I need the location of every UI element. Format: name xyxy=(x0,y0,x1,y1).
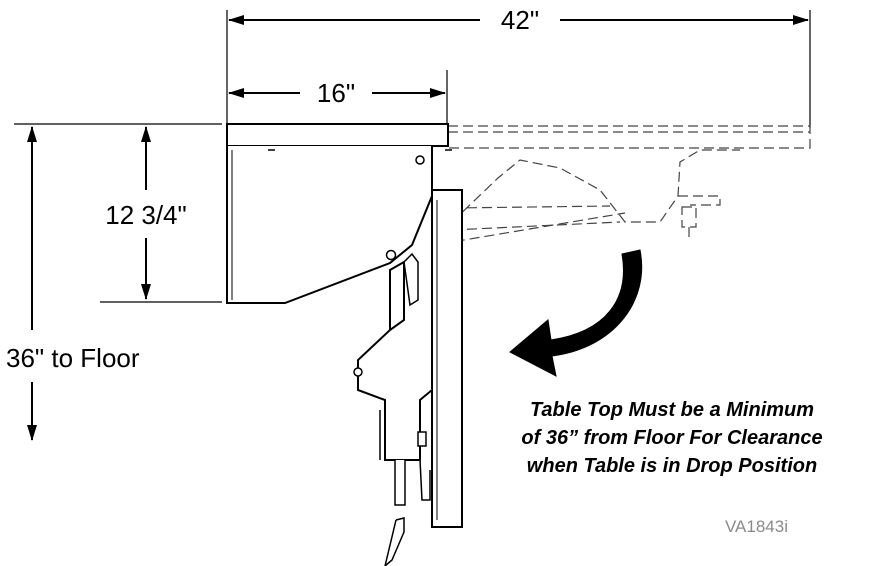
stowed-table-outline xyxy=(439,125,811,245)
dimension-housing-depth: 16" xyxy=(228,78,446,108)
mounting-housing xyxy=(226,123,452,304)
dimension-label-36-to-floor: 36" to Floor xyxy=(6,343,140,373)
note-line-2: of 36” from Floor For Clearance xyxy=(521,427,822,449)
dimension-height-to-floor: 36" to Floor xyxy=(6,126,140,441)
drawing-code: VA1843i xyxy=(725,517,788,536)
dimension-label-12-3-4: 12 3/4" xyxy=(105,200,187,230)
dimension-label-42: 42" xyxy=(501,5,539,35)
note-line-1: Table Top Must be a Minimum xyxy=(530,399,814,421)
dimension-label-16: 16" xyxy=(317,78,355,108)
clearance-note: Table Top Must be a Minimum of 36” from … xyxy=(521,399,822,477)
extension-lines xyxy=(14,10,811,303)
dimension-overall-depth: 42" xyxy=(228,5,809,35)
dimension-housing-height: 12 3/4" xyxy=(105,126,187,300)
dropped-table xyxy=(353,189,463,566)
note-line-3: when Table is in Drop Position xyxy=(527,455,817,477)
drop-direction-arrow xyxy=(509,249,643,377)
